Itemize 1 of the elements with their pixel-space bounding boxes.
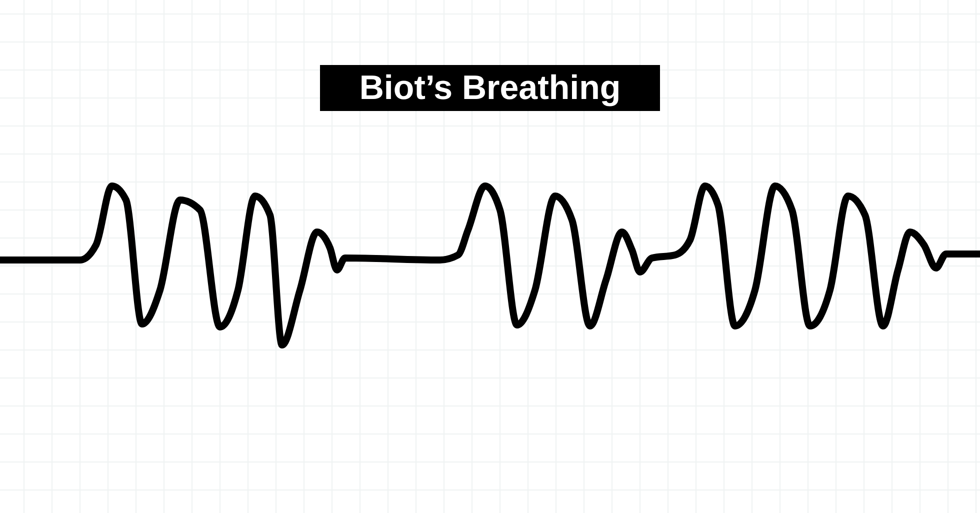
title: Biot’s Breathing: [320, 65, 660, 111]
